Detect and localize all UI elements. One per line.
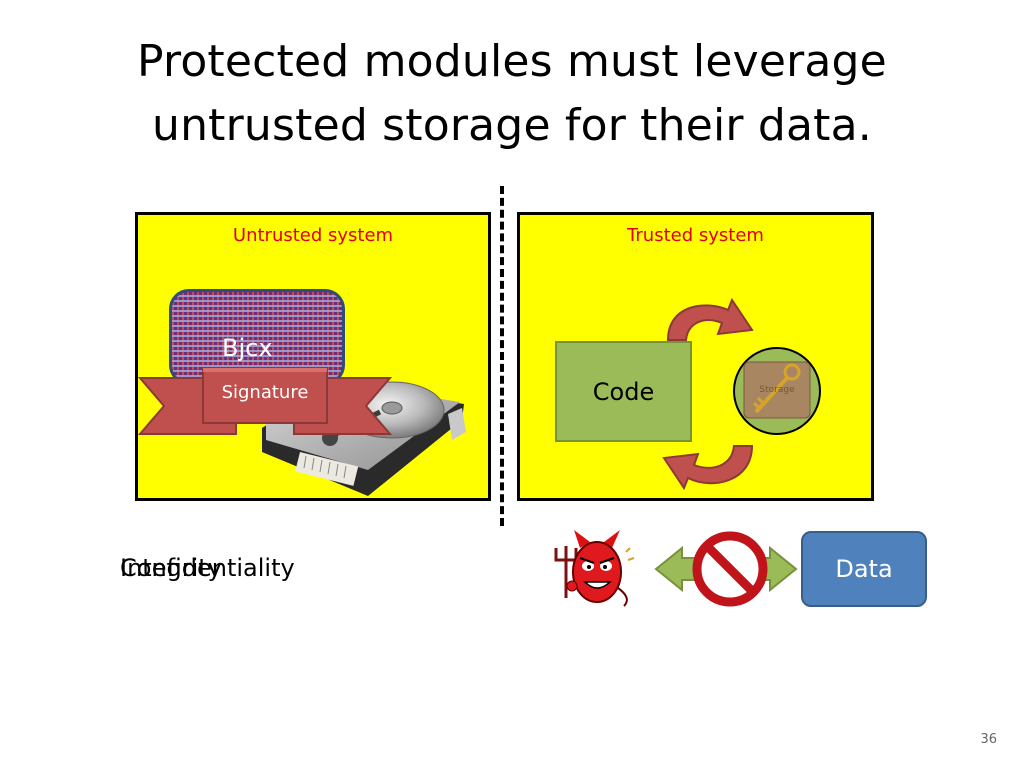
title-line-2: untrusted storage for their data. [152, 100, 872, 151]
signature-label: Signature [221, 382, 309, 403]
devil-icon [554, 530, 635, 607]
title-line-1: Protected modules must leverage [137, 36, 887, 87]
confidentiality-text: Confidentiality [120, 554, 295, 582]
page-number: 36 [980, 732, 997, 747]
slide-title: Protected modules must leverage untruste… [0, 30, 1024, 158]
cycle-arrow-icon [662, 297, 754, 491]
trust-boundary-divider [500, 186, 504, 526]
trusted-system-label: Trusted system [627, 225, 764, 246]
no-entry-icon [692, 531, 768, 607]
storage-label: Storage [759, 385, 795, 395]
untrusted-system-label: Untrusted system [232, 225, 394, 246]
key-icon [733, 347, 821, 435]
code-label: Code [592, 377, 655, 406]
data-box: Data [801, 531, 927, 607]
integrity-text: Integrity [120, 554, 222, 582]
ciphertext-label: Bjcx [222, 334, 273, 362]
code-box: Code [555, 341, 692, 442]
data-label: Data [835, 555, 893, 583]
